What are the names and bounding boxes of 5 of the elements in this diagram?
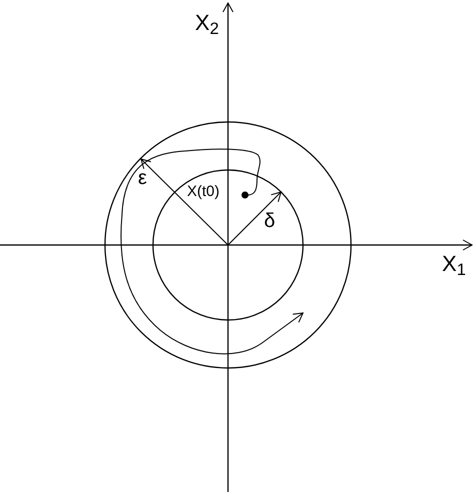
axis-label: X$_{2}$ <box>195 12 219 34</box>
radius-label: ε <box>138 168 147 188</box>
radius-label: δ <box>264 211 276 231</box>
point-label: X(t0) <box>187 184 220 199</box>
axis-label: X$_{1}$ <box>442 253 466 275</box>
